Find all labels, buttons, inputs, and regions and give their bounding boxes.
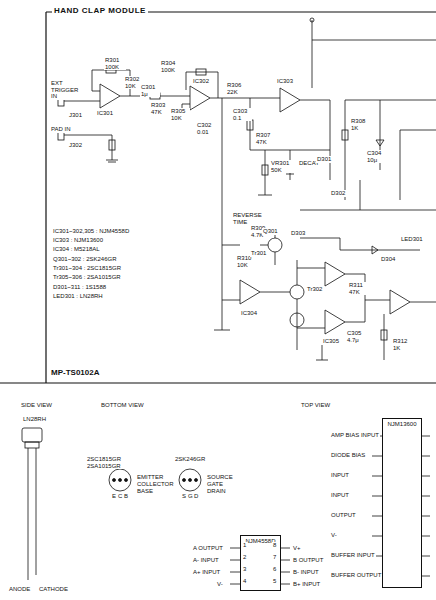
schematic-label: B OUTPUT — [292, 557, 324, 564]
schematic-label: DRAIN — [206, 488, 227, 495]
schematic-label: R312 1K — [392, 338, 412, 351]
schematic-label: 3 — [242, 566, 247, 573]
schematic-label: C301 1μ — [140, 84, 160, 97]
schematic-label: VR301 50K — [270, 160, 294, 173]
schematic-label: IC301 — [96, 110, 114, 117]
schematic-label: BOTTOM VIEW — [100, 402, 145, 409]
schematic-label: A OUTPUT — [192, 545, 224, 552]
schematic-label: A- INPUT — [192, 557, 220, 564]
ic-pin — [372, 456, 382, 457]
schematic-label: BUFFER INPUT — [330, 552, 376, 559]
schematic-label: D302 — [330, 190, 346, 197]
schematic-label: R304 100K — [160, 60, 180, 73]
schematic-label: INPUT — [330, 472, 350, 479]
schematic-label: AMP BIAS INPUT — [330, 432, 380, 439]
schematic-label: EMITTER — [136, 474, 164, 481]
schematic-label: DIODE BIAS — [330, 452, 366, 459]
schematic-label: D303 — [290, 230, 306, 237]
schematic-label: R311 47K — [348, 282, 368, 295]
schematic-label: Tr305~306 : 2SA1015GR — [52, 274, 122, 281]
ic-pin — [372, 476, 382, 477]
schematic-label: R308 1K — [350, 118, 370, 131]
schematic-label: R306 22K — [226, 82, 246, 95]
schematic-label: ANODE — [8, 586, 31, 593]
schematic-label: LED301 : LN28RH — [52, 293, 104, 300]
schematic-label: C304 10μ — [366, 150, 386, 163]
schematic-label: IC302 — [192, 78, 210, 85]
schematic-label: IC303 — [276, 78, 294, 85]
schematic-label: EXT TRIGGER IN — [50, 80, 82, 100]
schematic-label: Q301~302 : 2SK246GR — [52, 256, 118, 263]
schematic-label: 7 — [272, 554, 277, 561]
schematic-label: IC303 : NJM13600 — [52, 237, 104, 244]
schematic-label: 2 — [242, 554, 247, 561]
schematic-label: Tr301 — [250, 250, 267, 257]
schematic-label: 1 — [242, 542, 247, 549]
schematic-label: V- — [216, 581, 224, 588]
schematic-label: R305 10K — [170, 108, 190, 121]
schematic-label: V+ — [292, 545, 302, 552]
schematic-label: 8 — [272, 542, 277, 549]
schematic-label: IC301~302,305 : NJM4558D — [52, 228, 130, 235]
schematic-label: J301 — [68, 112, 83, 119]
schematic-label: C302 0.01 — [196, 122, 218, 135]
schematic-label: GATE — [206, 481, 224, 488]
schematic-label: 2SK246GR — [174, 456, 206, 463]
schematic-label: D304 — [380, 256, 396, 263]
schematic-label: 5 — [272, 578, 277, 585]
schematic-label: R301 100K — [104, 57, 126, 70]
schematic-label: SIDE VIEW — [20, 402, 53, 409]
schematic-label: LED301 — [400, 236, 424, 243]
schematic-label: COLLECTOR — [136, 481, 175, 488]
schematic-label: BASE — [136, 488, 154, 495]
ic-pin — [372, 516, 382, 517]
schematic-label: BUFFER OUTPUT — [330, 572, 382, 579]
ic-pin — [372, 496, 382, 497]
schematic-label: D301 — [316, 156, 332, 163]
schematic-label: D — [193, 493, 199, 500]
schematic-label: OUTPUT — [330, 512, 357, 519]
schematic-label: Tr302 — [306, 286, 323, 293]
schematic-label: 6 — [272, 566, 277, 573]
schematic-label: MP-TS0102A — [50, 368, 100, 377]
schematic-label: V- — [330, 532, 338, 539]
schematic-label: TOP VIEW — [300, 402, 331, 409]
schematic-label: REVERSE TIME — [232, 212, 254, 225]
schematic-label: C305 4.7μ — [346, 330, 366, 343]
schematic-label: SOURCE — [206, 474, 234, 481]
schematic-label: A+ INPUT — [192, 569, 221, 576]
schematic-label: CATHODE — [38, 586, 69, 593]
schematic-label: LN28RH — [22, 416, 47, 423]
schematic-label: B+ INPUT — [292, 581, 321, 588]
schematic-label: D301~311 : 1S1588 — [52, 284, 107, 291]
schematic-label: B — [123, 493, 129, 500]
schematic-label: IC304 : M5218AL — [52, 246, 101, 253]
schematic-label: 2SC1815GR 2SA1015GR — [86, 456, 128, 469]
ic-pin — [372, 536, 382, 537]
schematic-label: IC304 — [240, 310, 258, 317]
schematic-label: 4 — [242, 578, 247, 585]
ic-package: NJM13600 — [382, 418, 422, 588]
schematic-label: Q301 — [262, 228, 279, 235]
title: HAND CLAP MODULE — [52, 6, 148, 15]
ic-name: NJM13600 — [385, 419, 418, 429]
schematic-label: IC305 — [322, 338, 340, 345]
schematic-label: B- INPUT — [292, 569, 320, 576]
schematic-label: Tr301~304 : 2SC1815GR — [52, 265, 122, 272]
schematic-label: R307 47K — [255, 132, 275, 145]
schematic-label: INPUT — [330, 492, 350, 499]
schematic-label: J302 — [68, 142, 83, 149]
schematic-label: R303 47K — [150, 102, 170, 115]
schematic-label: R310 10K — [236, 255, 256, 268]
schematic-label: PAD IN — [50, 126, 74, 133]
schematic-label: C303 0.1 — [232, 108, 252, 121]
